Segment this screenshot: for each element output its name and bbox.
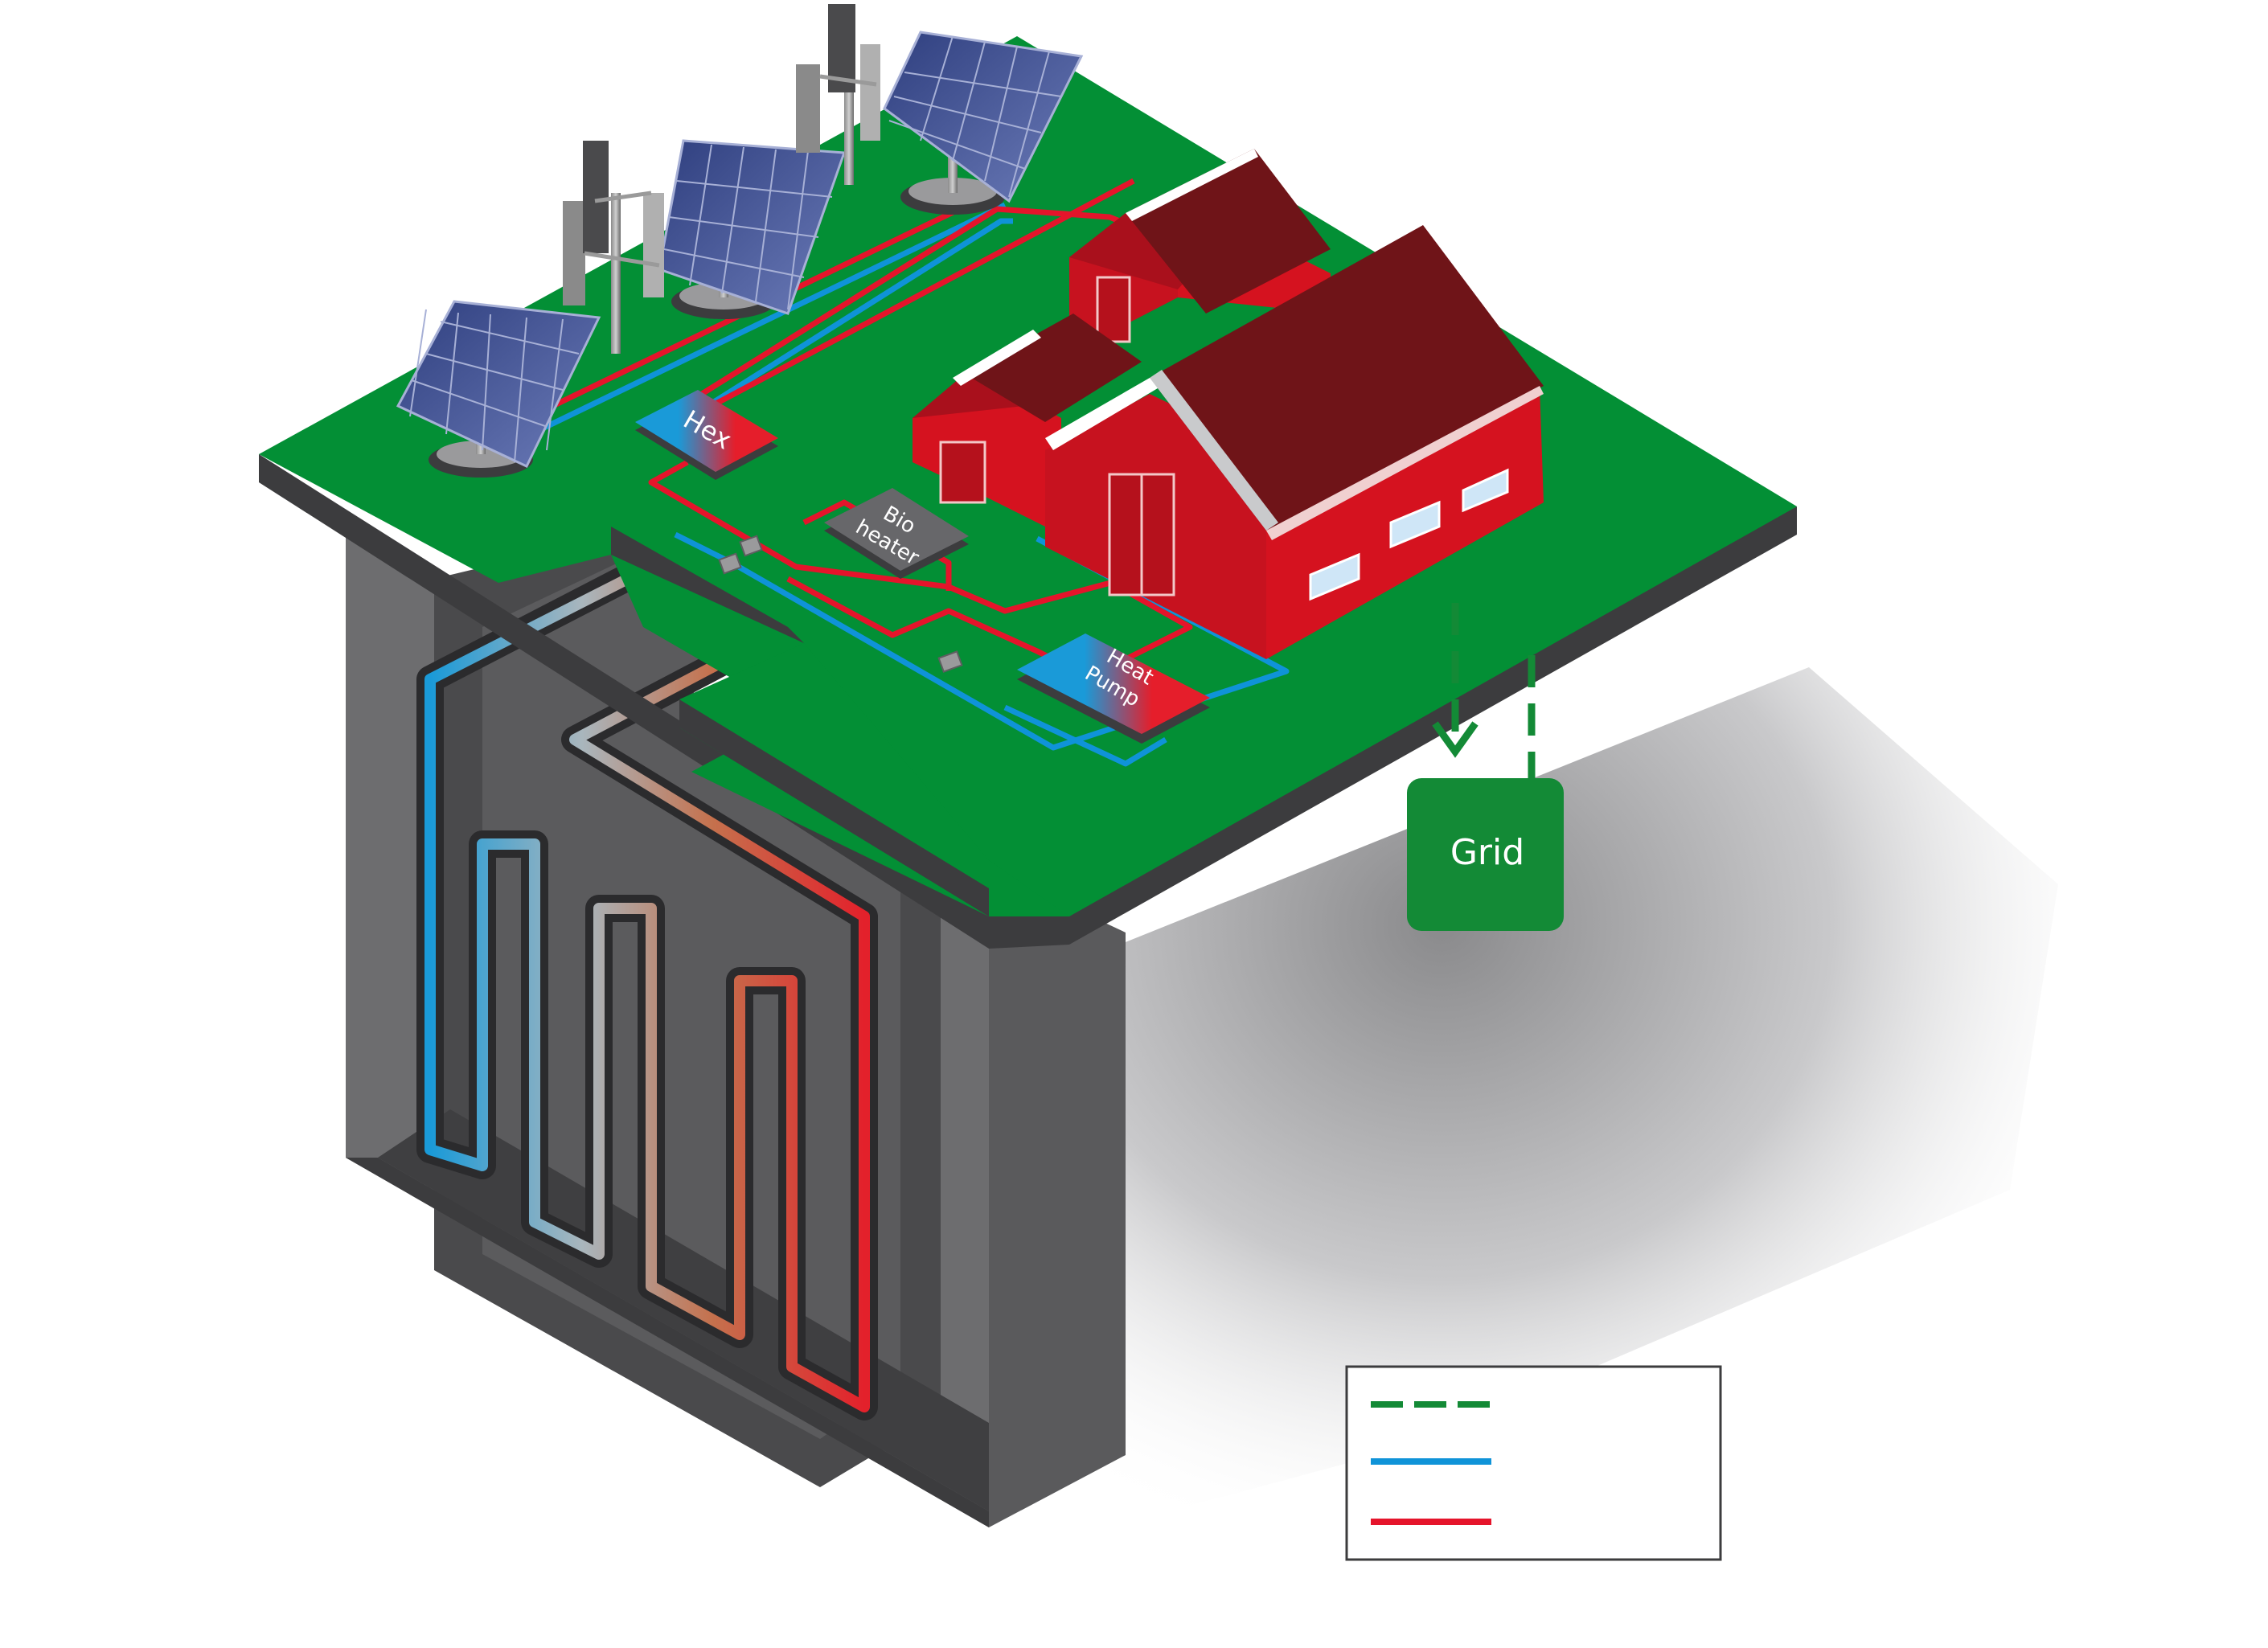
house-icon	[913, 314, 1142, 535]
solar-panel-icon	[658, 139, 847, 319]
ground-loop-pipes	[416, 545, 878, 1420]
junction-boxes	[718, 535, 963, 673]
solar-panel-icon	[396, 300, 601, 478]
grid-connection: Grid	[1407, 603, 1564, 931]
solar-panel-icon	[883, 31, 1084, 215]
grid-box	[1407, 778, 1564, 931]
wind-turbines	[563, 4, 880, 354]
grid-label: Grid	[1450, 832, 1524, 873]
ground-shadow	[1109, 667, 2058, 1527]
house-icon	[1045, 225, 1544, 659]
heat-pump-unit: Heat Pump	[1017, 633, 1210, 744]
hex-unit: Hex	[635, 390, 778, 480]
legend	[1345, 1365, 1722, 1561]
houses	[913, 149, 1544, 659]
house-icon	[1069, 149, 1331, 354]
wind-turbine-icon	[796, 4, 880, 185]
solar-panels	[396, 31, 1084, 478]
wind-turbine-icon	[563, 141, 664, 354]
